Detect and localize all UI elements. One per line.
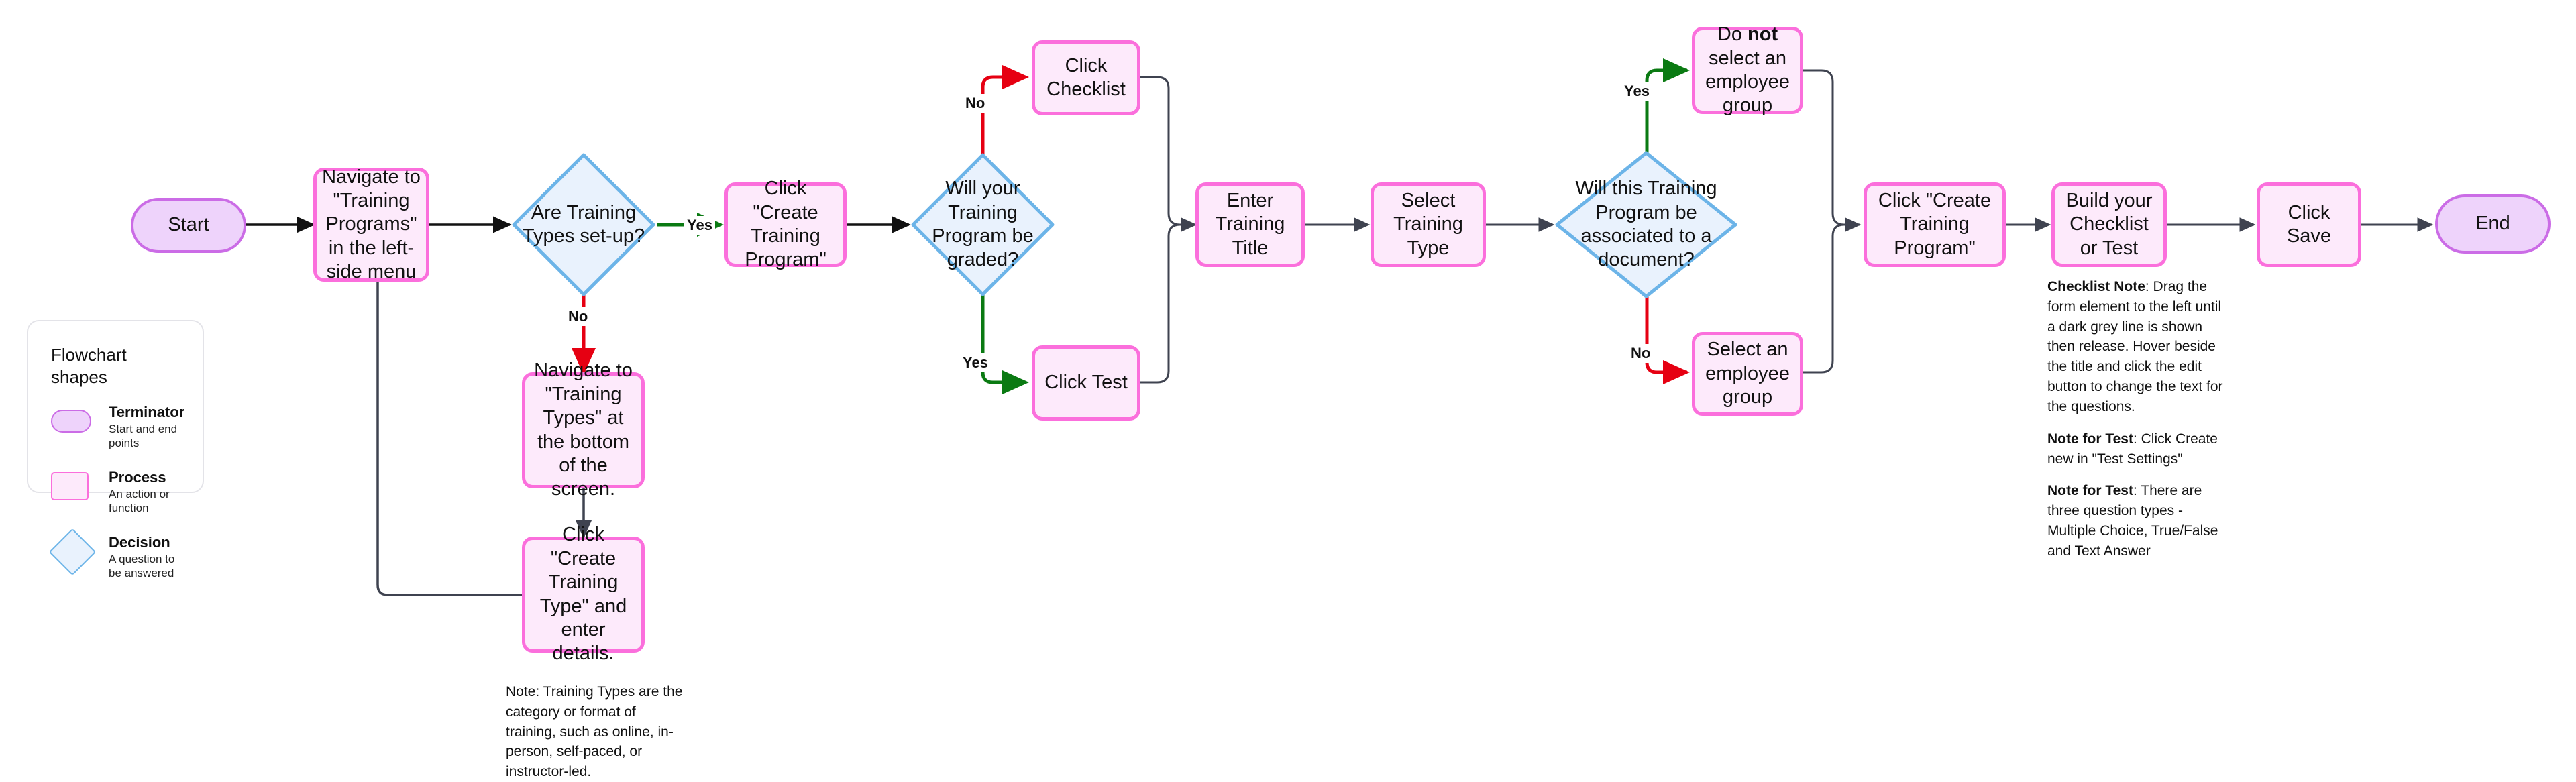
node-click-create-training-program-2[interactable]: Click "Create Training Program" (1864, 182, 2006, 267)
legend-item-terminator: Terminator Start and end points (51, 402, 185, 450)
node-will-be-associated-to-document[interactable]: Will this Training Program be associated… (1553, 149, 1739, 300)
node-select-training-type[interactable]: Select Training Type (1371, 182, 1486, 267)
note-checklist-title: Checklist Note (2047, 279, 2145, 294)
edge-label-doc-yes: Yes (1621, 82, 1652, 101)
flowchart-canvas: Start Navigate to "Training Programs" in… (27, 23, 2551, 779)
decision-shape-icon (48, 528, 97, 576)
node-end-label: End (2475, 213, 2510, 235)
node-click-save-label: Click Save (2286, 201, 2332, 247)
node-do-not-select-employee-group-label: Do not select an employee group (1705, 23, 1790, 117)
node-click-create-training-type-label: Click "Create Training Type" and enter d… (539, 524, 627, 665)
node-will-be-associated-to-document-label: Will this Training Program be associated… (1575, 178, 1717, 271)
node-click-checklist[interactable]: Click Checklist (1032, 40, 1140, 115)
edge-test-to-enter-title (1140, 223, 1195, 384)
node-select-training-type-label: Select Training Type (1393, 189, 1463, 259)
node-select-employee-group[interactable]: Select an employee group (1692, 332, 1803, 416)
node-navigate-training-programs[interactable]: Navigate to "Training Programs" in the l… (313, 166, 429, 283)
terminator-shape-icon (51, 405, 94, 433)
legend-item-decision: Decision A question to be answered (48, 528, 185, 580)
node-click-create-training-program-1-label: Click "Create Training Program" (745, 178, 826, 271)
node-click-checklist-label: Click Checklist (1046, 54, 1126, 100)
edge-label-doc-no: No (1628, 344, 1654, 363)
node-click-test[interactable]: Click Test (1032, 345, 1140, 421)
edge-checklist-to-enter-title (1140, 76, 1197, 232)
note-test-1: Note for Test: Click Create new in "Test… (2047, 429, 2223, 469)
node-will-program-be-graded[interactable]: Will your Training Program be graded? (909, 151, 1057, 298)
note-training-types-text: Note: Training Types are the category or… (506, 684, 683, 780)
node-are-training-types-setup[interactable]: Are Training Types set-up? (510, 151, 657, 298)
edge-nogroup-to-create-program2 (1803, 69, 1862, 232)
note-test-1-title: Note for Test (2047, 431, 2133, 447)
node-enter-training-title[interactable]: Enter Training Title (1195, 182, 1305, 267)
note-checklist-body: : Drag the form element to the left unti… (2047, 279, 2223, 414)
node-will-program-be-graded-label: Will your Training Program be graded? (932, 178, 1034, 271)
edge-group-to-create-program2 (1803, 223, 1860, 374)
node-build-checklist-or-test[interactable]: Build your Checklist or Test (2051, 182, 2167, 267)
process-shape-icon (51, 470, 94, 501)
legend-item-terminator-desc: Start and end points (109, 423, 178, 449)
node-navigate-training-programs-label: Navigate to "Training Programs" in the l… (322, 166, 421, 283)
legend-item-process-name: Process (109, 469, 166, 486)
node-click-create-training-type[interactable]: Click "Create Training Type" and enter d… (522, 524, 645, 664)
node-click-create-training-program-1[interactable]: Click "Create Training Program" (724, 178, 847, 270)
node-do-not-select-employee-group[interactable]: Do not select an employee group (1692, 23, 1803, 116)
node-enter-training-title-label: Enter Training Title (1215, 189, 1285, 259)
node-are-training-types-setup-label: Are Training Types set-up? (522, 201, 645, 247)
note-test-1-body: : Click Create new in "Test Settings" (2047, 431, 2218, 467)
node-navigate-training-types[interactable]: Navigate to "Training Types" at the bott… (522, 359, 645, 500)
node-navigate-training-types-label: Navigate to "Training Types" at the bott… (534, 359, 633, 500)
edge-loopback-to-navigate (369, 258, 522, 596)
edge-label-types-yes: Yes (684, 216, 715, 235)
edge-label-graded-no: No (963, 94, 988, 113)
note-training-types: Note: Training Types are the category or… (506, 682, 687, 782)
decision-diamond-shape (512, 153, 655, 296)
node-end[interactable]: End (2435, 194, 2551, 254)
note-checklist: Checklist Note: Drag the form element to… (2047, 277, 2223, 417)
node-click-test-label: Click Test (1044, 372, 1128, 394)
note-test-2-body: : There are three question types - Multi… (2047, 483, 2218, 559)
legend-item-terminator-name: Terminator (109, 404, 185, 421)
node-select-employee-group-label: Select an employee group (1705, 339, 1790, 408)
node-click-create-training-program-2-label: Click "Create Training Program" (1878, 189, 1992, 259)
edge-label-types-no: No (566, 307, 591, 326)
legend-item-process: Process An action or function (51, 467, 185, 515)
node-start[interactable]: Start (131, 198, 246, 253)
legend-title: Flowchart shapes (51, 345, 127, 387)
node-start-label: Start (168, 214, 209, 236)
legend-item-decision-name: Decision (109, 534, 170, 551)
note-test-2: Note for Test: There are three question … (2047, 481, 2223, 561)
legend-item-decision-desc: A question to be answered (109, 553, 175, 579)
note-panel-right: Checklist Note: Drag the form element to… (2047, 277, 2223, 561)
node-click-save[interactable]: Click Save (2257, 182, 2361, 267)
node-build-checklist-or-test-label: Build your Checklist or Test (2065, 189, 2153, 259)
edge-label-graded-yes: Yes (960, 353, 991, 372)
legend-item-process-desc: An action or function (109, 488, 170, 514)
legend-flowchart-shapes: Flowchart shapes Terminator Start and en… (27, 320, 204, 579)
note-test-2-title: Note for Test (2047, 483, 2133, 499)
